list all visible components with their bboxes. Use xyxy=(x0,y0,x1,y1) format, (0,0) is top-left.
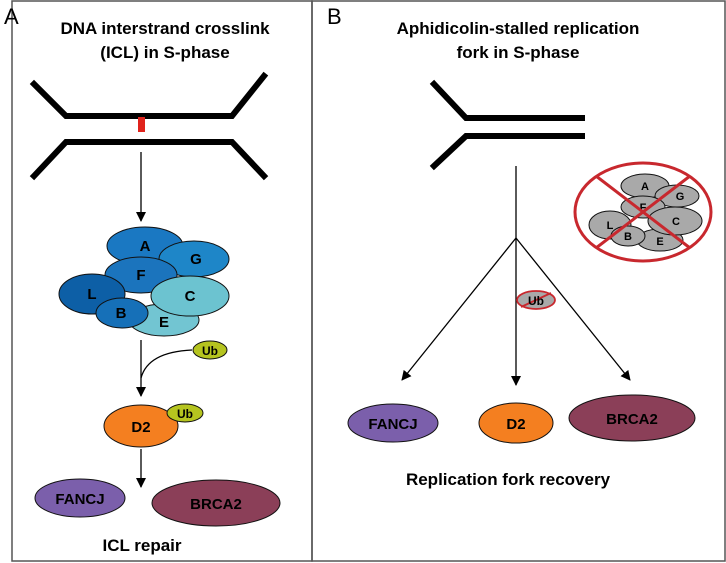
fa-core-complex-b-inactive xyxy=(588,173,703,252)
ubiquitin-free xyxy=(192,340,228,360)
panel-b-letter: B xyxy=(327,4,342,29)
brca2-label-a: BRCA2 xyxy=(190,496,242,513)
panel-a-letter: A xyxy=(4,4,19,29)
no-sign-ring xyxy=(573,161,713,263)
fancd2-node-b xyxy=(478,402,554,444)
brca2-node-a xyxy=(151,479,281,527)
core-label-b: B xyxy=(116,305,127,322)
inactive-label-b: B xyxy=(624,231,632,243)
ubiquitin-absent-label: Ub xyxy=(528,294,544,308)
fancd2-node xyxy=(103,404,179,448)
fancj-node-a xyxy=(34,478,126,518)
fa-core-complex-a xyxy=(58,226,230,337)
panel-a-title-line2: (ICL) in S-phase xyxy=(100,43,229,62)
fancd2-label: D2 xyxy=(131,419,150,436)
panel-b-footer: Replication fork recovery xyxy=(406,470,611,489)
inactive-label-a: A xyxy=(641,181,649,193)
core-subunit-b xyxy=(95,297,149,329)
panel-b-title-line1: Aphidicolin-stalled replication xyxy=(397,19,640,38)
core-label-f: F xyxy=(136,267,145,284)
dna-duplex-icl xyxy=(29,71,269,181)
stalled-replication-fork xyxy=(429,79,585,171)
fancj-label-a: FANCJ xyxy=(55,491,104,508)
ubiquitin-transfer-curve xyxy=(140,349,193,379)
inactive-label-l: L xyxy=(607,220,614,232)
fork-bottom-strand xyxy=(429,133,585,171)
panel-b: B Aphidicolin-stalled replication fork i… xyxy=(311,0,726,562)
interstrand-crosslink-mark xyxy=(138,117,145,132)
panel-a-title-line1: DNA interstrand crosslink xyxy=(60,19,270,38)
fancd2-label-b: D2 xyxy=(506,416,525,433)
arrow-branch-to-brca2 xyxy=(515,237,631,381)
fancj-node-b xyxy=(347,403,439,443)
panel-a-footer: ICL repair xyxy=(102,536,181,555)
core-label-a: A xyxy=(140,238,151,255)
core-label-c: C xyxy=(185,288,196,305)
d2-ubiquitin-label: Ub xyxy=(177,407,193,421)
ubiquitin-free-label: Ub xyxy=(202,344,218,358)
panel-b-frame xyxy=(311,0,726,562)
inactive-label-e: E xyxy=(656,236,663,248)
inactive-label-c: C xyxy=(672,216,680,228)
panel-b-title-line2: fork in S-phase xyxy=(457,43,580,62)
core-subunit-c xyxy=(150,275,230,317)
d2-ubiquitin xyxy=(166,403,204,423)
no-sign-icon xyxy=(573,161,713,263)
dna-bottom-strand xyxy=(29,139,269,181)
dna-top-strand xyxy=(29,71,269,119)
core-label-g: G xyxy=(190,251,202,268)
no-sign-slash-2 xyxy=(595,174,691,250)
brca2-label-b: BRCA2 xyxy=(606,411,658,428)
fork-top-strand xyxy=(429,79,585,121)
fa-core-labels-b: A G F L C B E xyxy=(607,181,685,248)
core-label-e: E xyxy=(159,314,169,331)
arrow-branch-to-fancj xyxy=(401,237,517,381)
inactive-label-f: F xyxy=(640,202,647,214)
panel-a: A DNA interstrand crosslink (ICL) in S-p… xyxy=(4,0,313,562)
inactive-label-g: G xyxy=(676,191,685,203)
fa-core-labels-a: A G F L C B E xyxy=(87,238,201,331)
ubiquitin-absent-strike xyxy=(520,292,552,308)
fancj-label-b: FANCJ xyxy=(368,416,417,433)
brca2-node-b xyxy=(568,394,696,442)
core-label-l: L xyxy=(87,286,96,303)
